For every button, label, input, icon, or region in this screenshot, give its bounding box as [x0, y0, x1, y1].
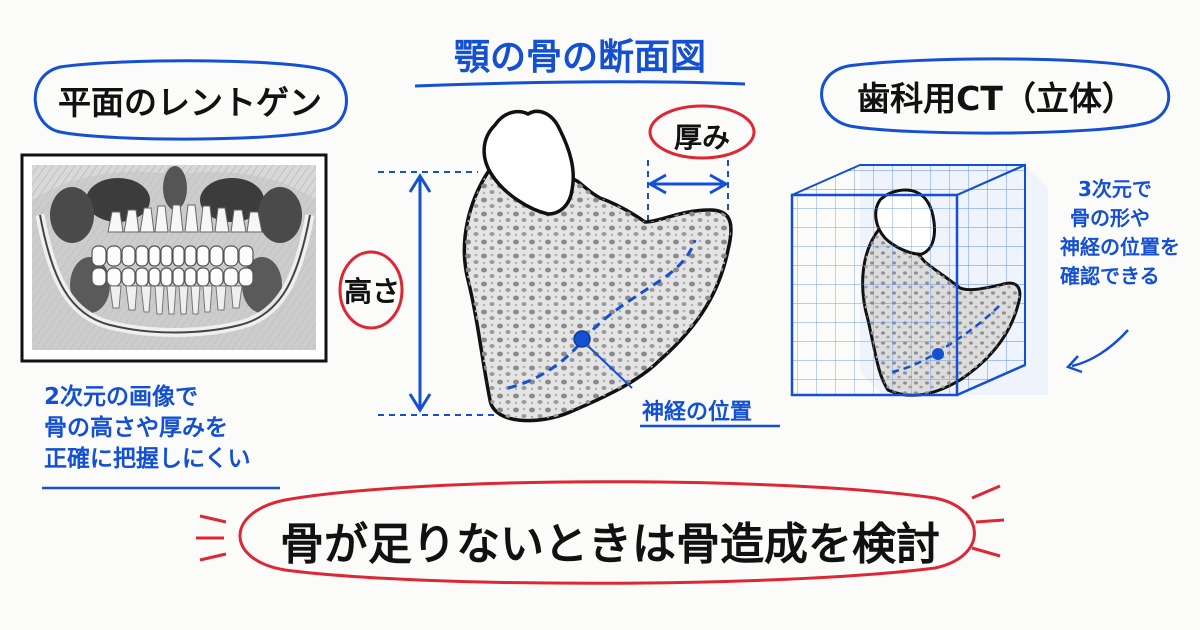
ct-note-line: 3次元で — [1078, 177, 1152, 201]
ct-label-pill — [820, 57, 1171, 135]
bottom-banner-text: 骨が足りないときは骨造成を検討 — [280, 519, 940, 570]
height-label-circle — [338, 250, 404, 330]
xray-label: 平面のレントゲン — [58, 83, 322, 122]
xray-label-pill — [33, 59, 348, 141]
diagram-title: 顎の骨の断面図 — [453, 37, 706, 78]
bone-cross-section — [378, 109, 733, 423]
ct-note-line: 確認できる — [1060, 264, 1160, 288]
xray-note-line: 正確に把握しにくい — [44, 446, 251, 472]
ct-note: 3次元で 骨の形や 神経の位置を 確認できる — [1060, 175, 1180, 291]
thickness-label-circle — [648, 104, 756, 160]
xray-note: 2次元の画像で 骨の高さや厚みを 正確に把握しにくい — [44, 382, 251, 475]
xray-note-line: 骨の高さや厚みを — [44, 415, 228, 441]
nerve-dot — [573, 330, 591, 348]
ct-note-line: 神経の位置を — [1060, 235, 1180, 259]
bottom-banner-oval — [238, 480, 976, 585]
height-label: 高さ — [343, 275, 400, 308]
banner-spark-lines — [196, 484, 1005, 562]
ct-cube — [790, 163, 1048, 397]
ct-label: 歯科用CT（立体） — [857, 79, 1135, 118]
nerve-label: 神経の位置 — [642, 400, 753, 425]
title-underline — [414, 80, 746, 88]
thickness-label: 厚み — [673, 121, 730, 154]
ct-pointer-arrow — [1071, 329, 1129, 368]
panoramic-xray — [20, 153, 328, 363]
ct-note-line: 骨の形や — [1070, 206, 1150, 230]
xray-note-line: 2次元の画像で — [44, 384, 199, 410]
